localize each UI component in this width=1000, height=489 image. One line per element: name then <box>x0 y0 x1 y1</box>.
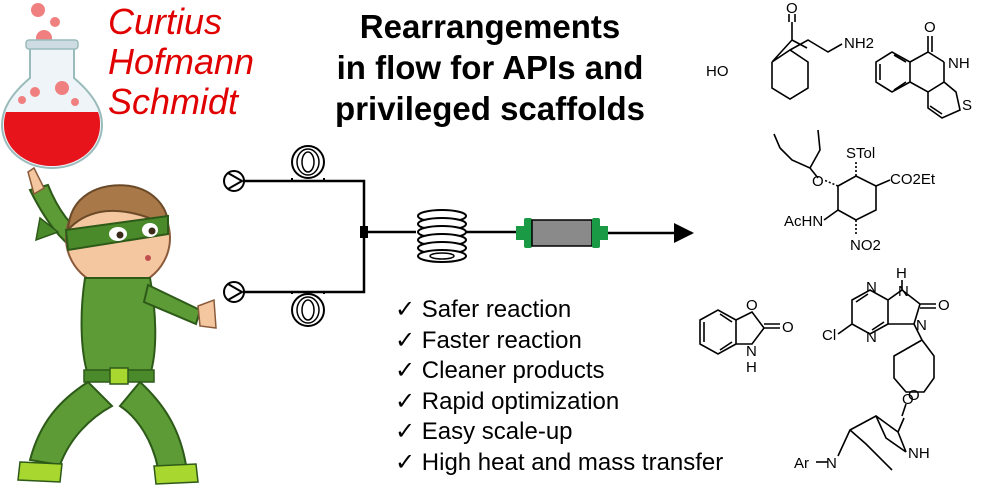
check-icon: ✓ <box>395 296 416 323</box>
label-bicyc-n: N <box>826 455 837 472</box>
check-icon: ✓ <box>395 418 416 445</box>
benefit-item: ✓ Cleaner products <box>395 356 723 387</box>
benefit-text: Easy scale-up <box>421 418 573 445</box>
reaction-schmidt: Schmidt <box>108 81 239 122</box>
check-icon: ✓ <box>395 387 416 415</box>
molecule-benzoxazolone <box>699 309 780 355</box>
label-purine-n4: N <box>916 317 927 334</box>
page-title: Rearrangements in flow for APIs and priv… <box>300 6 680 129</box>
molecule-bicyclic-lactam <box>816 403 907 471</box>
flask-rim <box>25 39 79 50</box>
flask-illustration <box>0 3 104 170</box>
flask-liquid <box>4 112 100 166</box>
bubble <box>31 3 45 17</box>
molecules-panel: HO O NH2 O NH S STol O CO2Et AcHN NO2 O … <box>699 0 972 472</box>
hero-hand-stretched <box>197 298 217 329</box>
benefit-text: Safer reaction <box>421 296 572 323</box>
label-oselt-o: O <box>812 173 824 190</box>
title-line-2: in flow for APIs and <box>336 49 644 86</box>
bubble <box>55 81 69 95</box>
molecule-oseltamivir <box>773 129 891 236</box>
label-bicyc-o: O <box>902 391 914 408</box>
hero-mask-tail <box>35 216 60 242</box>
label-purine-n2: N <box>898 283 909 300</box>
reaction-hofmann: Hofmann <box>108 41 255 82</box>
label-purine-o: O <box>938 297 950 314</box>
benefit-text: Faster reaction <box>421 326 582 354</box>
label-purine-cl: Cl <box>822 327 836 344</box>
label-purine-h: H <box>896 265 907 282</box>
bubble <box>50 17 60 27</box>
coil-loop-1 <box>291 145 325 181</box>
label-thieno-s: S <box>962 97 972 114</box>
t-mixer <box>360 226 368 238</box>
benefit-text: Rapid optimization <box>421 387 620 415</box>
label-gabapentin-nh2: NH2 <box>844 35 874 52</box>
label-thieno-nh: NH <box>948 55 970 72</box>
benefits-list: ✓ Safer reaction ✓ Faster reaction ✓ Cle… <box>395 295 723 478</box>
label-oselt-no2: NO2 <box>850 237 881 254</box>
hero-leg-left <box>28 380 114 467</box>
label-purine-thp-o: O <box>908 387 920 404</box>
reaction-curtius: Curtius <box>108 1 223 42</box>
hero-boot-left <box>17 461 63 483</box>
label-benzox-n: N <box>746 343 757 360</box>
check-icon: ✓ <box>395 326 416 354</box>
label-purine-n1: N <box>866 279 877 296</box>
label-oselt-co2et: CO2Et <box>890 171 936 188</box>
coil-reactor <box>417 209 467 263</box>
label-purine-n3: N <box>866 329 877 346</box>
bubble <box>71 98 79 106</box>
benefit-text: High heat and mass transfer <box>421 448 724 476</box>
hero-character <box>17 166 217 485</box>
hero-leg-right <box>118 380 188 470</box>
label-oselt-achn: AcHN <box>784 213 823 230</box>
hero-mouth <box>145 255 151 261</box>
pump-1 <box>223 170 245 192</box>
packed-column <box>516 218 608 248</box>
benefit-item: ✓ Easy scale-up <box>395 417 723 448</box>
check-icon: ✓ <box>395 448 416 476</box>
check-icon: ✓ <box>395 357 416 384</box>
flow-line-1 <box>244 179 366 226</box>
flow-line-2 <box>244 238 366 294</box>
hero-torso <box>80 277 157 376</box>
title-line-3: privileged scaffolds <box>335 90 645 127</box>
hero-belt-buckle <box>109 367 129 385</box>
hero-pupil <box>116 231 124 239</box>
molecule-purine <box>837 280 936 393</box>
hero-pupil <box>148 227 156 235</box>
benefit-item: ✓ Faster reaction <box>395 326 723 357</box>
label-gabapentin-o: O <box>786 0 798 17</box>
flow-scheme <box>223 145 694 327</box>
bubble <box>30 87 40 97</box>
reaction-names: Curtius Hofmann Schmidt <box>108 2 254 122</box>
hero-arm-stretched <box>142 283 202 326</box>
label-benzox-ring-o: O <box>746 297 758 314</box>
benefit-item: ✓ Rapid optimization <box>395 387 723 418</box>
benefit-item: ✓ High heat and mass transfer <box>395 448 723 479</box>
coil-loop-2 <box>291 292 325 327</box>
label-bicyc-ar: Ar <box>794 455 809 472</box>
hero-boot-right <box>153 463 199 485</box>
label-bicyc-nh: NH <box>908 445 930 462</box>
label-benzox-h: H <box>746 359 757 376</box>
molecule-gabapentin <box>771 14 843 100</box>
label-thieno-o: O <box>924 19 936 36</box>
benefit-text: Cleaner products <box>421 357 605 384</box>
label-oselt-stol: STol <box>846 145 875 162</box>
label-gabapentin-ho: HO <box>706 63 729 80</box>
label-benzox-o: O <box>782 319 794 336</box>
bubble <box>18 96 26 104</box>
title-line-1: Rearrangements <box>359 8 621 45</box>
hero-hand-raised <box>27 166 45 196</box>
pump-2 <box>223 281 245 303</box>
benefit-item: ✓ Safer reaction <box>395 295 723 326</box>
molecule-thienoisoquinolinone <box>875 36 961 119</box>
